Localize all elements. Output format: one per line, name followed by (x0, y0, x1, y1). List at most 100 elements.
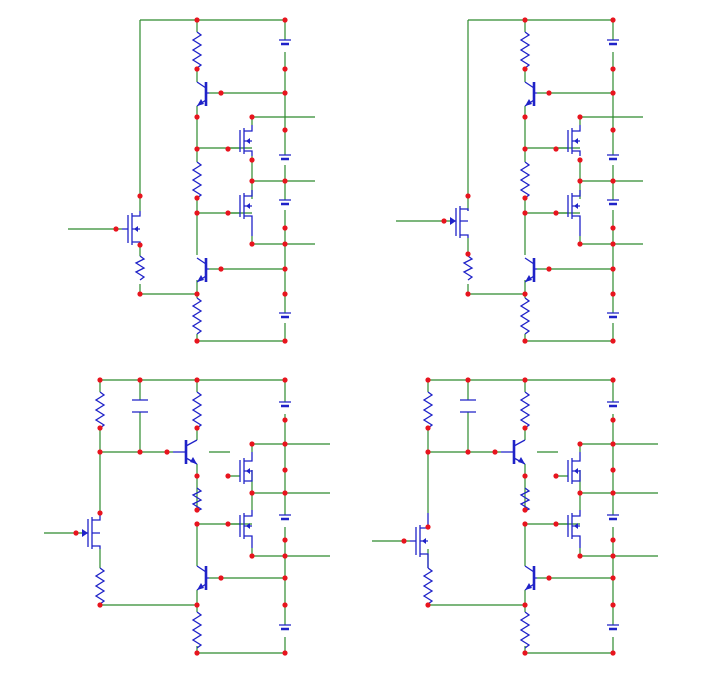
wire-segment (196, 380, 285, 654)
junction-dot (194, 473, 200, 479)
junction-dot (522, 338, 528, 344)
junction-dot (282, 338, 288, 344)
arrow-mark (197, 99, 204, 106)
wire-segment (567, 190, 581, 236)
junction-dot (97, 449, 103, 455)
junction-dot (218, 575, 224, 581)
junction-dot (282, 467, 288, 473)
junction-dot (522, 17, 528, 23)
arrow-mark (518, 457, 525, 464)
arrow-mark (246, 138, 250, 144)
arrow-mark (525, 99, 532, 106)
junction-dot (282, 241, 288, 247)
arrow-mark (246, 523, 250, 529)
junction-dot (194, 425, 200, 431)
junction-dot (137, 377, 143, 383)
wire-segment (579, 116, 643, 199)
junction-dot (522, 473, 528, 479)
junction-dot (553, 210, 559, 216)
junction-dot (425, 425, 431, 431)
wire-segment (501, 439, 537, 591)
junction-dot (97, 377, 103, 383)
junction-dot (249, 114, 255, 120)
junction-dot (492, 449, 498, 455)
junction-dot (194, 17, 200, 23)
junction-dot (282, 66, 288, 72)
junction-dot (282, 417, 288, 423)
junction-dot (282, 650, 288, 656)
junction-dot (97, 602, 103, 608)
arrow-mark (422, 538, 426, 544)
wire-segment (281, 404, 289, 631)
junction-dot (465, 193, 471, 199)
wire-segment (196, 81, 209, 283)
junction-dot (577, 553, 583, 559)
capacitor (460, 399, 476, 413)
arrow-mark (574, 203, 578, 209)
junction-dot (610, 241, 616, 247)
junction-dot (610, 377, 616, 383)
junction-dot (282, 225, 288, 231)
resistor (422, 391, 434, 429)
junction-dot (425, 602, 431, 608)
junction-dot (553, 473, 559, 479)
junction-dot (97, 425, 103, 431)
junction-dot (218, 90, 224, 96)
mosfet (567, 510, 581, 548)
resistor (422, 567, 434, 605)
arrow-mark (197, 275, 204, 282)
junction-dot (546, 90, 552, 96)
junction-dot (194, 291, 200, 297)
wire-segment (450, 206, 469, 238)
junction-dot (610, 575, 616, 581)
wire-segment (251, 443, 330, 557)
junction-dot (465, 377, 471, 383)
resistor (519, 611, 531, 649)
junction-dot (249, 553, 255, 559)
junction-dot (282, 178, 288, 184)
junction-dot (546, 575, 552, 581)
capacitor (132, 399, 148, 413)
junction-dot (610, 266, 616, 272)
junction-dot (465, 449, 471, 455)
junction-dot (610, 417, 616, 423)
resistor (191, 391, 203, 429)
resistor (94, 567, 106, 605)
wire-segment (396, 196, 469, 294)
junction-dot (194, 210, 200, 216)
arrow-mark (574, 138, 578, 144)
junction-dot (522, 195, 528, 201)
junction-dot (425, 449, 431, 455)
junction-dot (282, 90, 288, 96)
wire-segment (122, 211, 141, 245)
resistor (519, 297, 531, 335)
junction-dot (610, 537, 616, 543)
wire-segment (609, 42, 617, 319)
wire-segment (579, 443, 658, 557)
junction-dot (137, 291, 143, 297)
resistor (94, 391, 106, 429)
junction-dot (194, 602, 200, 608)
wire-segment (239, 125, 253, 156)
junction-dot (610, 66, 616, 72)
junction-dot (522, 650, 528, 656)
junction-dot (610, 602, 616, 608)
junction-dot (194, 66, 200, 72)
junction-dot (225, 521, 231, 527)
junction-dot (282, 127, 288, 133)
resistor (134, 255, 146, 281)
junction-dot (577, 441, 583, 447)
junction-dot (225, 146, 231, 152)
junction-dot (610, 291, 616, 297)
junction-dot (249, 441, 255, 447)
junction-dot (546, 266, 552, 272)
junction-dot (610, 127, 616, 133)
arrow-mark (574, 523, 578, 529)
junction-dot (577, 490, 583, 496)
junction-dot (73, 530, 79, 536)
junction-dot (218, 266, 224, 272)
junction-dot (97, 510, 103, 516)
arrow-mark (525, 275, 532, 282)
resistor (191, 161, 203, 199)
